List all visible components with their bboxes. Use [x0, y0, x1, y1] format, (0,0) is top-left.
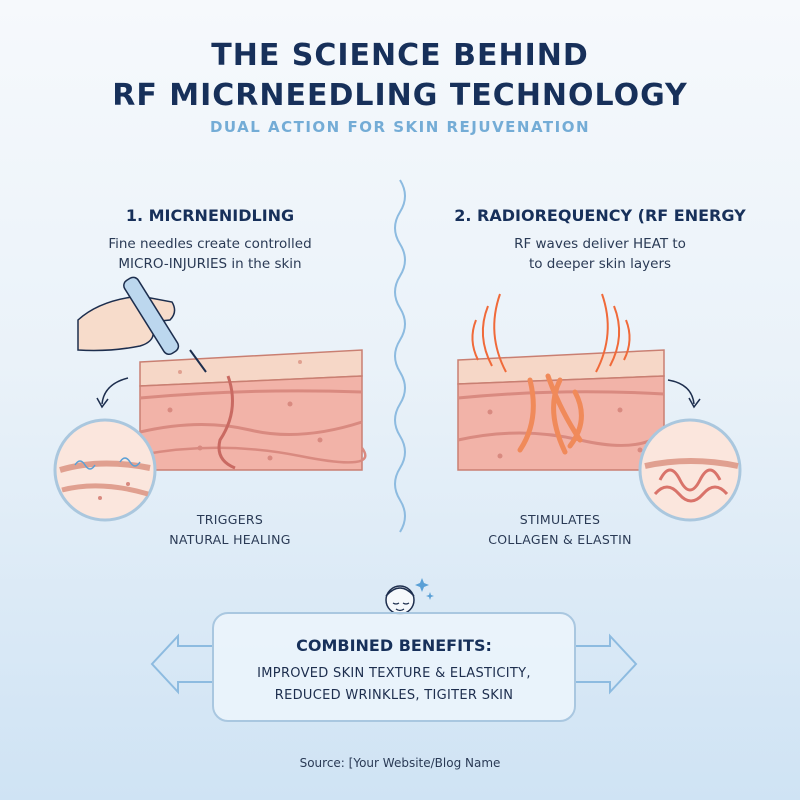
- left-skin-block: [139, 349, 367, 471]
- rf-wave-icon: [471, 293, 631, 373]
- center-divider: [394, 179, 406, 533]
- source-credit: Source: [Your Website/Blog Name: [299, 756, 501, 770]
- right-foot-line-2: COLLAGEN & ELASTIN: [488, 532, 632, 547]
- right-desc-line-1: RF waves deliver HEAT to: [514, 236, 686, 252]
- right-desc-line-2: to deeper skin layers: [528, 256, 672, 272]
- left-curve-arrow-icon: [101, 377, 129, 405]
- left-magnifier-circle: [53, 418, 157, 522]
- right-heading: 2. RADIOREQUENCY (RF ENERGY: [454, 206, 746, 225]
- left-heading: 1. MICRNENIDLING: [125, 206, 295, 225]
- sparkle-icon: [415, 578, 434, 600]
- title-line-2: RF MICRNEEDLING TECHNOLOGY: [112, 78, 688, 113]
- title-line-1: THE SCIENCE BEHIND: [211, 38, 589, 73]
- left-desc-line-2: MICRO-INJURIES in the skin: [118, 256, 302, 272]
- benefit-line-1: IMPROVED SKIN TEXTURE & ELASTICITY,: [257, 666, 531, 681]
- right-magnifier-circle: [638, 418, 742, 522]
- needle-pen-icon: [77, 276, 207, 373]
- subtitle: DUAL ACTION FOR SKIN REJUVENATION: [209, 118, 591, 136]
- benefit-line-2: REDUCED WRINKLES, TIGITER SKIN: [274, 688, 514, 703]
- right-foot-line-1: STIMULATES: [519, 512, 601, 527]
- right-curve-arrow-icon: [667, 379, 695, 405]
- left-foot-line-1: TRIGGERS: [196, 512, 264, 527]
- left-foot-line-2: NATURAL HEALING: [169, 532, 291, 547]
- combined-benefits-heading: COMBINED BENEFITS:: [296, 636, 492, 655]
- right-arrow-icon: [576, 633, 638, 695]
- face-icon: [385, 585, 415, 615]
- right-skin-block: [457, 349, 666, 471]
- combined-benefits-box: [212, 612, 576, 722]
- left-arrow-icon: [150, 633, 212, 695]
- left-desc-line-1: Fine needles create controlled: [108, 236, 312, 252]
